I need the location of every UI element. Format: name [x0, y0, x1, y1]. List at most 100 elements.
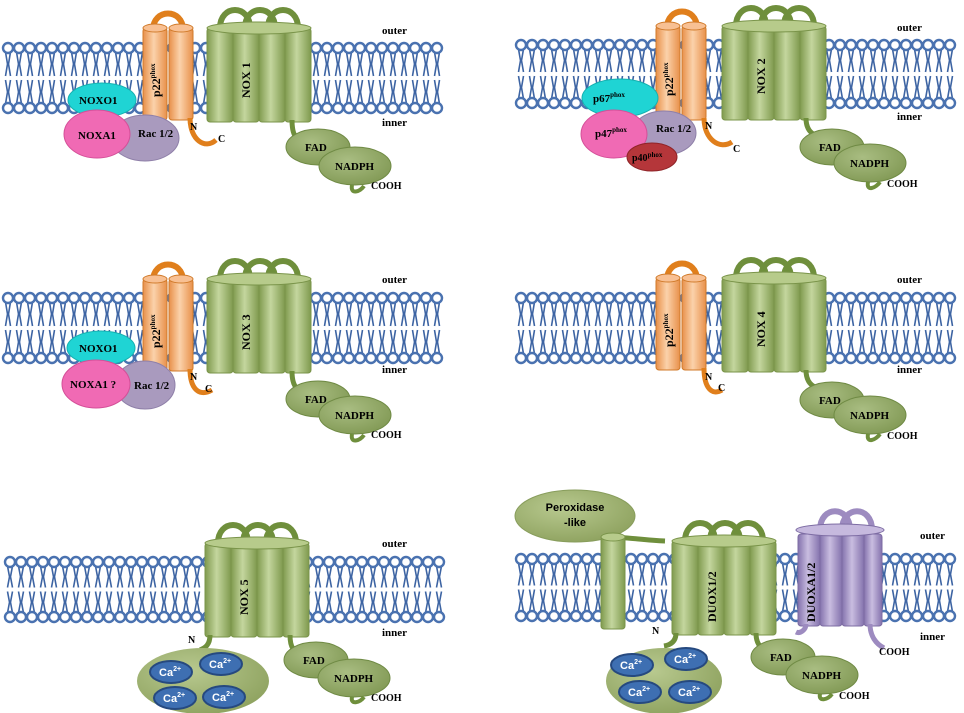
duox-label: DUOX1/2: [705, 571, 719, 622]
svg-text:N: N: [188, 635, 196, 646]
outer-label: outer: [382, 25, 407, 37]
svg-text:C: C: [205, 384, 212, 395]
svg-text:N: N: [705, 372, 713, 383]
noxa1-subunit: [61, 359, 131, 409]
p22-label: p22phox: [662, 62, 676, 96]
p22-helix: [681, 25, 707, 121]
panel-duox: outer inner Peroxidase -like DUOX1/2 N C…: [514, 489, 945, 713]
svg-text:Rac 1/2: Rac 1/2: [134, 380, 170, 392]
duoxa-label: DUOXA1/2: [804, 563, 818, 622]
calcium-ion: [202, 685, 246, 709]
nadph-domain: [833, 395, 907, 435]
calcium-ion: [153, 686, 197, 710]
inner-label: inner: [897, 364, 922, 376]
panel-nox3: outer inner p22phox N C NOX 3 FAD NADPH …: [61, 258, 407, 443]
inner-label: inner: [382, 627, 407, 639]
nox2-enzyme: NOX 2: [721, 5, 827, 140]
calcium-ion-label: Ca2+: [620, 659, 642, 672]
svg-text:COOH: COOH: [839, 691, 870, 702]
p22-label: p22phox: [149, 63, 163, 97]
p22-label: p22phox: [149, 314, 163, 348]
svg-text:NADPH: NADPH: [335, 410, 375, 422]
nox-label: NOX 1: [239, 62, 253, 98]
p22-c-tail: [187, 117, 218, 147]
calcium-ion: [610, 653, 654, 677]
outer-label: outer: [897, 22, 922, 34]
svg-text:Peroxidase: Peroxidase: [546, 502, 605, 514]
svg-text:NOXO1: NOXO1: [79, 343, 118, 355]
n-terminus: N: [190, 122, 198, 133]
panel-nox5: outer inner NOX 5 N Ca2+Ca2+Ca2+Ca2+ FAD…: [137, 522, 407, 713]
svg-text:Rac 1/2: Rac 1/2: [138, 128, 174, 140]
svg-text:C: C: [718, 383, 725, 394]
svg-text:FAD: FAD: [819, 142, 841, 154]
svg-text:N: N: [652, 626, 660, 637]
outer-label: outer: [920, 530, 945, 542]
svg-text:NADPH: NADPH: [335, 161, 375, 173]
calcium-ion-label: Ca2+: [159, 666, 181, 679]
nox-label: NOX 2: [754, 58, 768, 94]
panel-nox4: outer inner p22phox N C NOX 4 FAD NADPH …: [655, 257, 922, 442]
svg-text:NOXO1: NOXO1: [79, 95, 118, 107]
calcium-ion-label: Ca2+: [628, 686, 650, 699]
c-terminus: C: [218, 134, 225, 145]
p22-helix: [168, 278, 194, 372]
outer-label: outer: [382, 274, 407, 286]
calcium-ion: [664, 647, 708, 671]
panel-nox1: outer inner p22phox N C NOX 1 FAD NADPH …: [63, 7, 407, 194]
cooh-label: COOH: [371, 181, 402, 192]
calcium-ion: [149, 660, 193, 684]
nox1-enzyme: NOX 1: [206, 7, 312, 145]
nadph-domain: [318, 146, 392, 186]
inner-label: inner: [920, 631, 945, 643]
nox-label: NOX 4: [754, 311, 768, 347]
calcium-ion-label: Ca2+: [163, 692, 185, 705]
nox4-enzyme: NOX 4: [721, 257, 827, 392]
svg-text:NADPH: NADPH: [802, 670, 842, 682]
nadph-domain: [317, 658, 391, 698]
nox3-enzyme: NOX 3: [206, 258, 312, 395]
svg-text:COOH: COOH: [371, 430, 402, 441]
outer-label: outer: [382, 538, 407, 550]
svg-text:FAD: FAD: [819, 395, 841, 407]
svg-text:COOH: COOH: [371, 693, 402, 704]
nadph-domain: [833, 143, 907, 183]
p40phox-subunit: [626, 142, 678, 172]
svg-text:C: C: [733, 144, 740, 155]
duox-extra-helix: [600, 536, 626, 630]
svg-text:N: N: [705, 121, 713, 132]
calcium-ions: Ca2+Ca2+Ca2+Ca2+: [149, 652, 246, 710]
svg-text:NADPH: NADPH: [334, 673, 374, 685]
peroxidase-like-domain: [514, 489, 636, 543]
svg-text:COOH: COOH: [887, 179, 918, 190]
duox-enzyme: DUOX1/2: [663, 520, 777, 655]
svg-text:p47phox: p47phox: [595, 126, 627, 140]
nox5-enzyme: NOX 5: [199, 522, 310, 657]
p22-helix: [168, 27, 194, 121]
nox-label: NOX 3: [239, 314, 253, 350]
duoxa-protein: DUOXA1/2: [794, 508, 886, 651]
svg-text:p40phox: p40phox: [632, 151, 663, 164]
svg-text:NOXA1 ?: NOXA1 ?: [70, 379, 116, 391]
p47phox-subunit: [580, 109, 648, 159]
inner-label: inner: [382, 117, 407, 129]
svg-text:-like: -like: [564, 517, 586, 529]
svg-text:FAD: FAD: [770, 652, 792, 664]
svg-text:COOH: COOH: [879, 647, 910, 658]
calcium-ion-label: Ca2+: [212, 691, 234, 704]
p22-helix: [681, 277, 707, 371]
svg-text:N: N: [190, 372, 198, 383]
calcium-ion: [668, 680, 712, 704]
nadph-domain: [318, 395, 392, 435]
svg-text:NOXA1: NOXA1: [78, 130, 116, 142]
p22-label: p22phox: [662, 313, 676, 347]
inner-label: inner: [382, 364, 407, 376]
calcium-ions: Ca2+Ca2+Ca2+Ca2+: [610, 647, 712, 704]
nox-label: NOX 5: [237, 579, 251, 615]
panel-nox2: outer inner p22phox N C NOX 2 FAD NADPH …: [580, 5, 922, 190]
outer-label: outer: [897, 274, 922, 286]
nadph-domain: [785, 655, 859, 695]
calcium-ion: [199, 652, 243, 676]
calcium-ion-label: Ca2+: [674, 653, 696, 666]
